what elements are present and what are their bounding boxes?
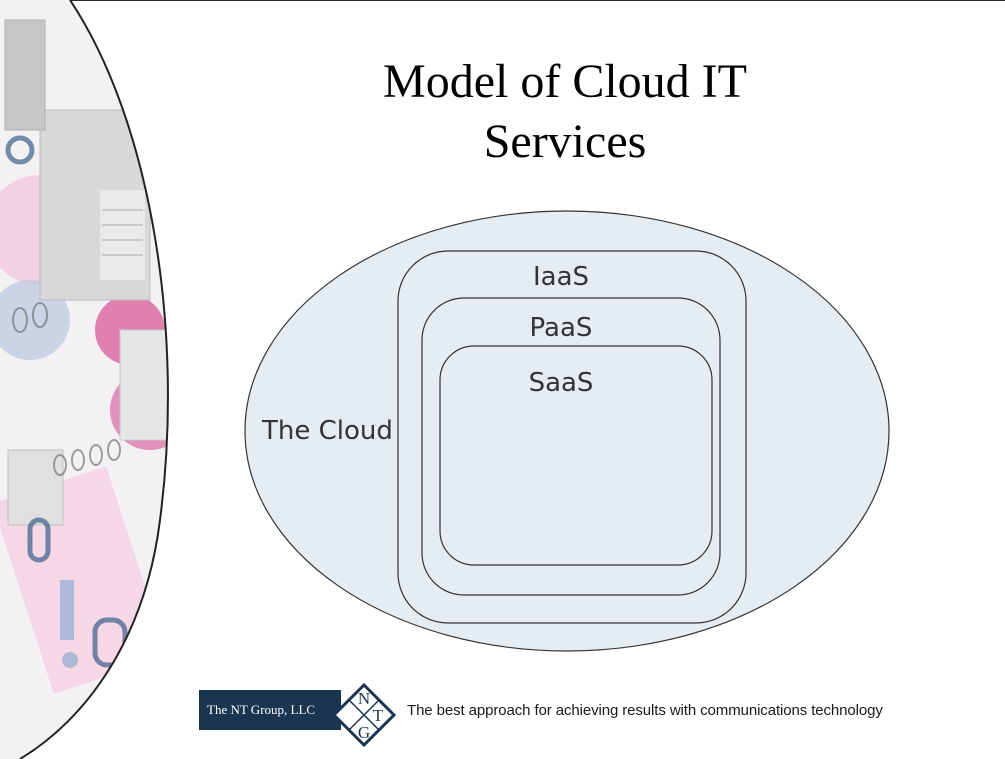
slide-title: Model of Cloud IT Services — [300, 52, 830, 172]
logo-letter-g: G — [358, 723, 370, 742]
logo-letter-t: T — [373, 706, 384, 725]
company-tagline: The best approach for achieving results … — [407, 702, 883, 719]
cloud-services-diagram: The Cloud IaaS PaaS SaaS — [244, 210, 890, 652]
iaas-label: IaaS — [533, 262, 589, 292]
saas-label: SaaS — [529, 368, 594, 398]
paas-layer — [421, 297, 721, 596]
saas-layer — [439, 345, 713, 566]
ntg-logo-icon: N T G — [332, 683, 397, 748]
decorative-server-collage — [0, 0, 169, 759]
iaas-layer — [397, 250, 747, 624]
company-name-box: The NT Group, LLC — [199, 690, 341, 730]
cloud-label: The Cloud — [261, 416, 393, 446]
company-name: The NT Group, LLC — [207, 702, 316, 717]
logo-letter-n: N — [358, 689, 370, 708]
title-line-2: Services — [483, 115, 647, 168]
slide-border-top — [0, 0, 1005, 1]
cloud-ellipse — [244, 210, 890, 652]
title-line-1: Model of Cloud IT — [383, 55, 747, 108]
paas-label: PaaS — [530, 313, 593, 343]
